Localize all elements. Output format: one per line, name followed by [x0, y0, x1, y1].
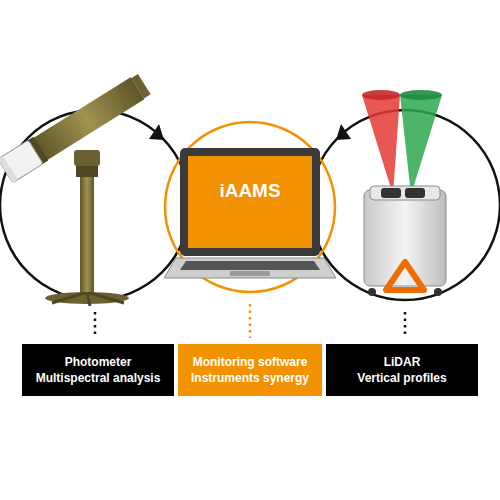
lidar-illustration — [362, 90, 446, 296]
photometer-illustration — [0, 72, 152, 306]
box-heading: Monitoring software — [193, 354, 308, 370]
box-heading: LiDAR — [384, 354, 421, 370]
arrowhead — [336, 124, 351, 140]
box-heading: Photometer — [65, 354, 132, 370]
software-box: Monitoring softwareInstruments synergy — [178, 344, 322, 396]
screen-label: iAAMS — [188, 156, 312, 226]
instrument-box: PhotometerMultispectral analysis — [22, 344, 174, 396]
cycle-circle — [0, 110, 190, 300]
instrument-box: LiDARVertical profiles — [326, 344, 478, 396]
box-subtitle: Multispectral analysis — [36, 370, 161, 386]
software-circle — [165, 122, 335, 292]
arrowhead — [149, 124, 164, 140]
leader-line — [94, 312, 97, 338]
leader-line — [404, 312, 407, 338]
box-heading: iAAMS — [219, 178, 280, 204]
laptop-illustration — [164, 148, 336, 278]
leader-line — [249, 304, 252, 338]
box-subtitle: Instruments synergy — [191, 370, 309, 386]
box-subtitle: Vertical profiles — [357, 370, 446, 386]
